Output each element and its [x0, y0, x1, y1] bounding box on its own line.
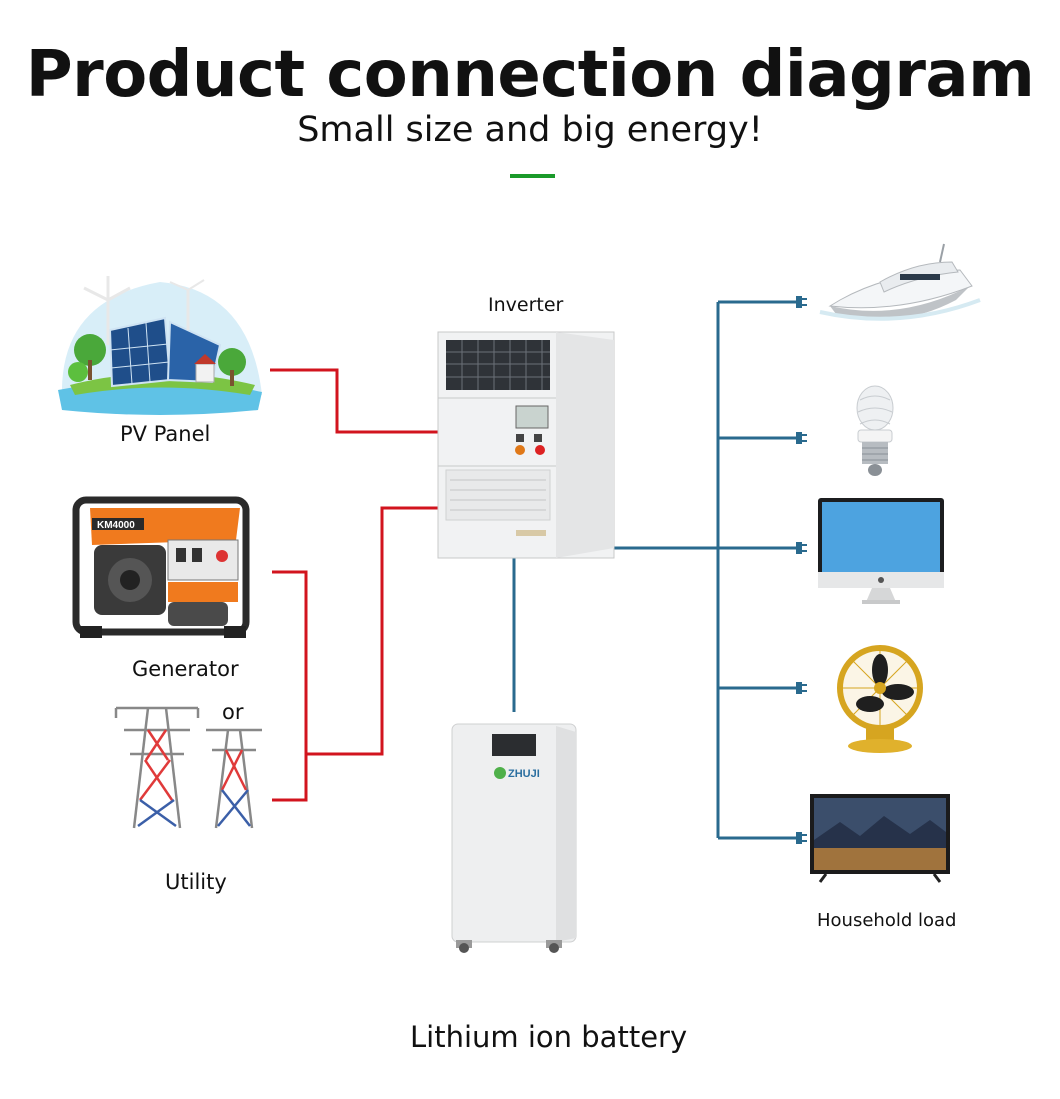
plug-icon	[796, 542, 807, 554]
plug-icon	[796, 432, 807, 444]
plug-icon	[796, 682, 807, 694]
fan-icon	[837, 645, 923, 753]
input-connections	[270, 368, 438, 802]
yacht-icon	[819, 243, 981, 321]
battery-brand: ZHUJI	[508, 768, 540, 780]
battery-label: Lithium ion battery	[410, 1020, 688, 1054]
grid-to-inverter-line	[306, 506, 438, 756]
utility-tower-icon	[114, 706, 262, 829]
generator-brand: KM4000	[97, 520, 135, 531]
page-title: Product connection diagram	[25, 38, 1035, 112]
accent-bar	[510, 174, 555, 178]
pv-connection-line	[270, 368, 438, 434]
utility-label: Utility	[165, 870, 227, 894]
generator-icon	[72, 496, 250, 638]
grid-connection-line	[272, 570, 308, 802]
plug-icon	[796, 832, 807, 844]
output-connections	[512, 300, 796, 840]
pv-panel-label: PV Panel	[120, 422, 211, 446]
generator-label: Generator	[132, 657, 239, 681]
plug-icon	[796, 296, 807, 308]
or-label: or	[222, 700, 244, 724]
inverter-label: Inverter	[488, 294, 564, 316]
household-load-label: Household load	[817, 910, 957, 931]
battery-icon	[451, 723, 577, 953]
plug-icons	[796, 296, 807, 844]
bulb-icon	[856, 385, 894, 476]
tv-icon	[810, 794, 950, 883]
page-subtitle: Small size and big energy!	[297, 110, 763, 150]
pv-panel-icon	[58, 276, 262, 415]
inverter-icon	[437, 331, 615, 559]
monitor-icon	[818, 498, 944, 604]
